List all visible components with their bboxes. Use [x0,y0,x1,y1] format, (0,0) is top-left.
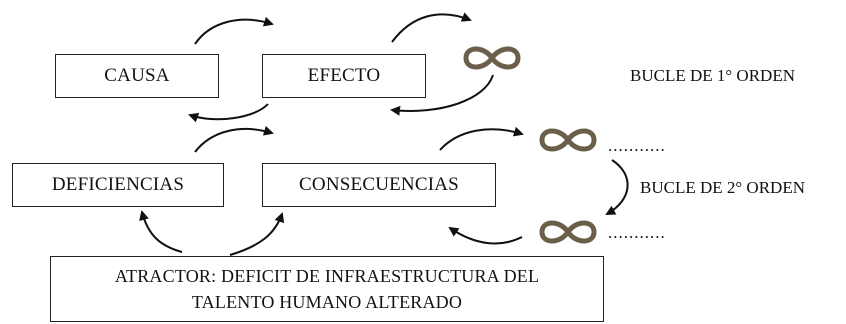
arrow-efecto-to-infinity [391,12,472,43]
box-consecuencias: CONSECUENCIAS [262,163,496,207]
arrow-deficiencias-to-consecuencias [194,125,274,153]
arrow-efecto-to-causa [188,103,269,123]
arrow-consecuencias-to-infinity [439,126,524,151]
attractor-line-2: TALENTO HUMANO ALTERADO [191,292,463,312]
arrow-infinity-to-consecuencias [448,226,523,245]
box-efecto: EFECTO [262,54,426,98]
arrow-second-order-loop [605,159,629,215]
infinity-icon-second-order-bottom [542,223,594,241]
attractor-line-1: ATRACTOR: DEFICIT DE INFRAESTRUCTURA DEL [114,266,540,286]
arrow-attractor-to-consecuencias [229,212,285,256]
label-first-order-loop: BUCLE DE 1° ORDEN [630,66,795,85]
infinity-icon-first-order [466,49,518,67]
box-causa: CAUSA [55,54,219,98]
label-second-order-loop: BUCLE DE 2° ORDEN [640,178,805,197]
arrow-attractor-to-deficiencias [139,210,183,253]
box-attractor: ATRACTOR: DEFICIT DE INFRAESTRUCTURA DEL… [50,256,604,322]
arrow-causa-to-efecto [194,16,274,45]
arrow-infinity-back [390,74,494,116]
ellipsis-bottom: ........... [608,223,666,242]
infinity-icon-second-order-top [542,131,594,149]
ellipsis-top: ........... [608,136,666,155]
box-deficiencias: DEFICIENCIAS [12,163,224,207]
